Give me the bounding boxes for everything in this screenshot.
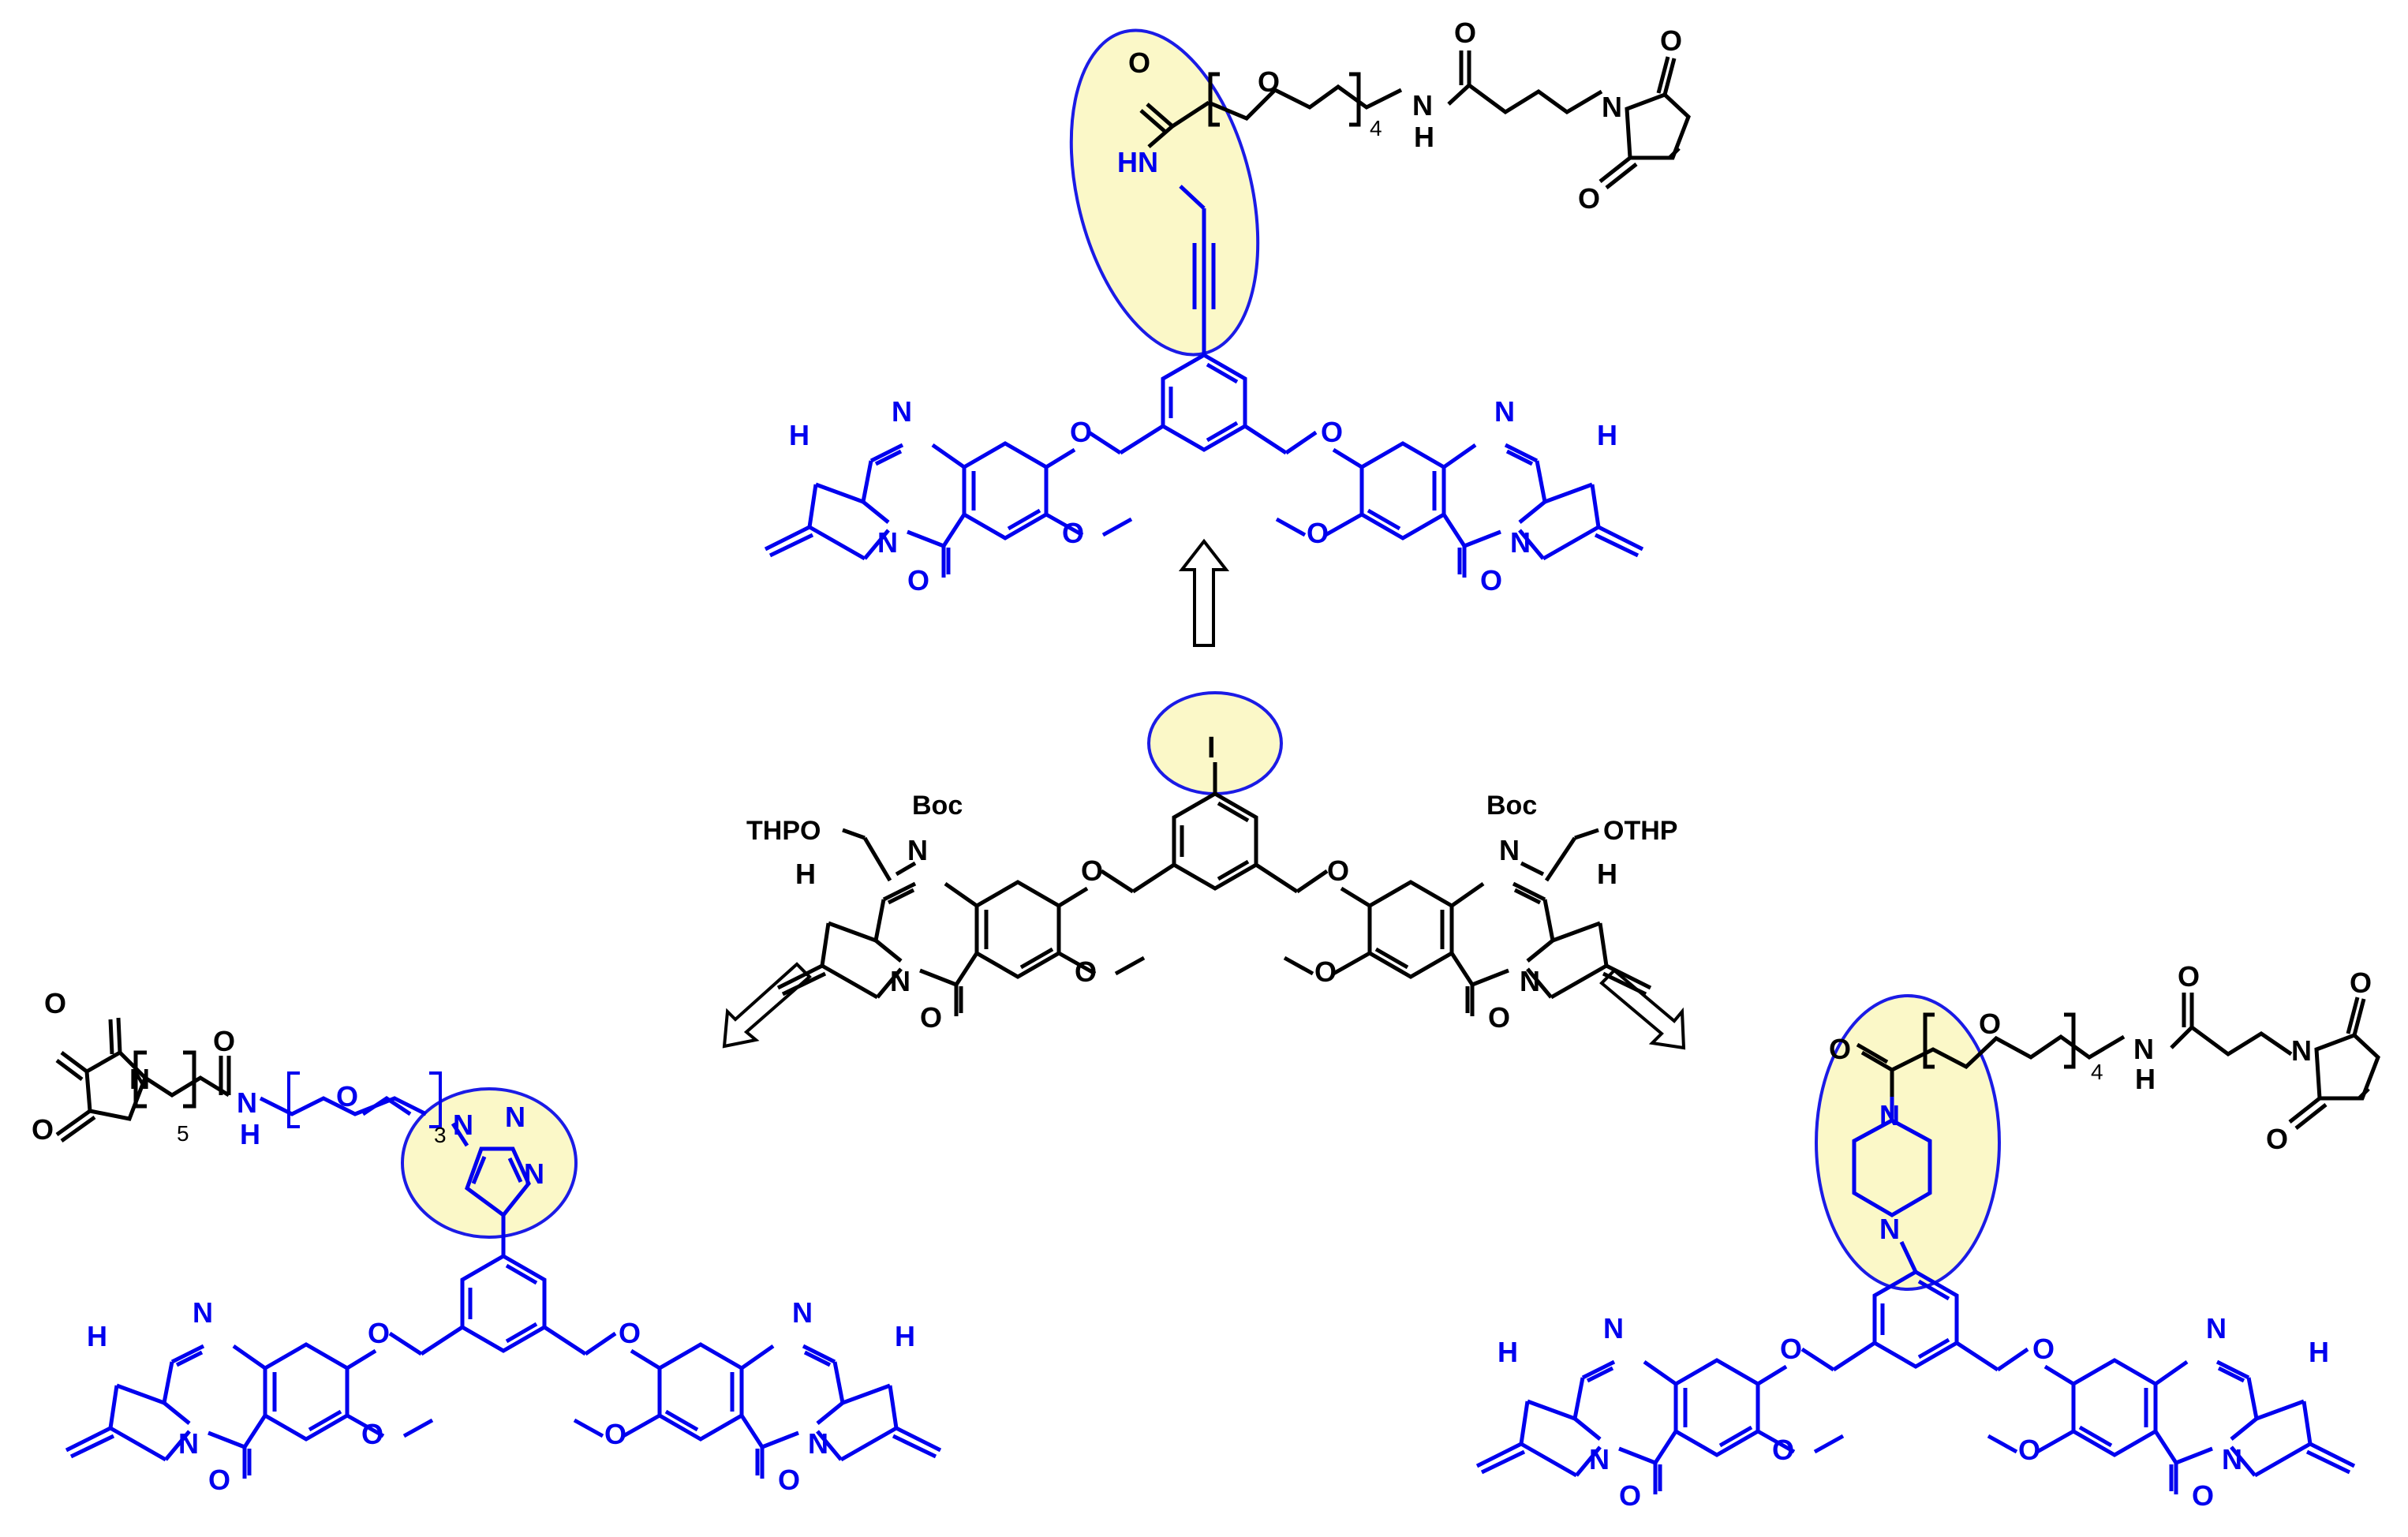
top-linker-n: N — [1412, 89, 1433, 122]
left-peg-repeat: 3 — [434, 1123, 447, 1147]
left-right-carbonyl-oxygen: O — [778, 1464, 800, 1496]
left-triazole-n2: N — [505, 1101, 525, 1133]
left-triazole-n1: N — [453, 1109, 473, 1141]
left-amide-n: N — [237, 1086, 257, 1119]
right-left-imine-n: N — [1603, 1312, 1624, 1344]
top-highlight-ellipse — [1069, 28, 1260, 357]
right-right-ring-n: N — [2222, 1443, 2242, 1475]
right-piperazine-n2: N — [1879, 1213, 1900, 1245]
central-left-h: H — [795, 858, 816, 890]
left-right-ether-oxygen: O — [619, 1317, 641, 1349]
left-left-ether-oxygen: O — [368, 1317, 390, 1349]
right-maleimide-n: N — [2291, 1034, 2312, 1067]
right-maleimide-oxygen-2: O — [2266, 1123, 2288, 1155]
central-right-boc: Boc — [1486, 791, 1537, 821]
central-right-ether-oxygen: O — [1327, 855, 1349, 887]
top-amide-oxygen: O — [1128, 47, 1150, 79]
right-left-methoxy-oxygen: O — [1772, 1434, 1794, 1466]
left-alkyl-repeat: 5 — [177, 1121, 189, 1146]
top-maleimide-n: N — [1602, 91, 1622, 123]
left-right-ring-n: N — [808, 1427, 828, 1460]
right-peg-oxygen: O — [1979, 1008, 2001, 1040]
left-maleimide-oxygen-2: O — [32, 1113, 54, 1146]
top-right-methoxy-oxygen: O — [1307, 517, 1329, 549]
right-right-ether-oxygen: O — [2032, 1333, 2055, 1365]
right-linker-n: N — [2133, 1033, 2154, 1065]
right-amide-oxygen: O — [1829, 1033, 1851, 1065]
central-left-methoxy-oxygen: O — [1075, 955, 1097, 988]
left-right-h: H — [895, 1320, 915, 1352]
top-right-ring-n: N — [1510, 526, 1531, 559]
arrow-up — [1178, 538, 1230, 647]
central-left-boc: Boc — [912, 791, 963, 821]
central-left-ring-n: N — [890, 965, 910, 997]
top-left-h: H — [789, 419, 810, 451]
left-left-ring-n: N — [178, 1427, 199, 1460]
central-left-ether-oxygen: O — [1081, 855, 1103, 887]
right-maleimide-oxygen-1: O — [2350, 967, 2372, 999]
right-left-ether-oxygen: O — [1780, 1333, 1802, 1365]
right-peg-repeat: 4 — [2091, 1060, 2103, 1084]
top-left-ring-n: N — [877, 526, 898, 559]
top-left-carbonyl-oxygen: O — [907, 564, 929, 596]
central-right-h: H — [1597, 858, 1617, 890]
top-right-h: H — [1597, 419, 1617, 451]
left-triazole-n3: N — [524, 1157, 544, 1190]
central-right-carbonyl-oxygen: O — [1488, 1001, 1510, 1034]
top-right-ether-oxygen: O — [1321, 416, 1343, 448]
left-left-carbonyl-oxygen: O — [208, 1464, 230, 1496]
central-right-othp: OTHP — [1603, 816, 1677, 846]
left-maleimide-oxygen-1: O — [44, 987, 66, 1019]
right-piperazine-n1: N — [1879, 1099, 1900, 1131]
top-right-imine-n: N — [1494, 395, 1515, 428]
right-highlight-ellipse — [1815, 994, 2001, 1291]
left-left-h: H — [87, 1320, 107, 1352]
right-carbonyl-oxygen: O — [2178, 960, 2200, 993]
right-left-carbonyl-oxygen: O — [1619, 1479, 1641, 1512]
top-maleimide-oxygen-2: O — [1578, 182, 1600, 215]
right-right-carbonyl-oxygen: O — [2192, 1479, 2214, 1512]
right-left-h: H — [1498, 1336, 1518, 1368]
central-left-n: N — [907, 834, 928, 866]
top-carbonyl-oxygen: O — [1454, 17, 1476, 49]
central-intermediate: I O O N Boc THPO H N O O O N Boc OTHP H … — [746, 691, 1677, 1034]
central-right-methoxy-oxygen: O — [1314, 955, 1337, 988]
right-right-imine-n: N — [2206, 1312, 2227, 1344]
top-peg-repeat: 4 — [1370, 116, 1382, 140]
central-left-thpo: THPO — [746, 816, 821, 846]
right-linker-h: H — [2135, 1063, 2156, 1095]
left-maleimide-n: N — [129, 1063, 150, 1095]
right-left-ring-n: N — [1589, 1443, 1610, 1475]
left-amide-h: H — [240, 1118, 260, 1150]
top-left-ether-oxygen: O — [1070, 416, 1092, 448]
top-maleimide-oxygen-1: O — [1660, 24, 1682, 57]
left-left-imine-n: N — [193, 1296, 213, 1329]
right-right-methoxy-oxygen: O — [2018, 1434, 2040, 1466]
left-product: O O N 5 O N H O 3 N N N O O N H N O O O … — [32, 987, 940, 1496]
top-left-imine-n: N — [892, 395, 912, 428]
right-right-h: H — [2309, 1336, 2329, 1368]
left-right-methoxy-oxygen: O — [604, 1418, 626, 1450]
left-carbonyl-oxygen: O — [213, 1025, 235, 1057]
central-left-carbonyl-oxygen: O — [920, 1001, 942, 1034]
top-left-methoxy-oxygen: O — [1062, 517, 1084, 549]
top-peg-oxygen: O — [1258, 65, 1280, 98]
right-product: O N N O 4 N H O N O O O O N H N O O O N … — [1477, 960, 2380, 1512]
central-right-n: N — [1499, 834, 1520, 866]
left-right-imine-n: N — [792, 1296, 813, 1329]
central-right-ring-n: N — [1520, 965, 1540, 997]
left-highlight-ellipse — [401, 1087, 578, 1239]
left-left-methoxy-oxygen: O — [361, 1418, 383, 1450]
top-amide-nh: HN — [1117, 146, 1158, 178]
left-peg-oxygen: O — [336, 1080, 358, 1113]
iodine: I — [1207, 731, 1216, 765]
top-linker-h: H — [1414, 121, 1434, 153]
top-right-carbonyl-oxygen: O — [1480, 564, 1502, 596]
top-product: O HN O 4 N H O N O O O O N H N O O O N H… — [765, 17, 1691, 596]
